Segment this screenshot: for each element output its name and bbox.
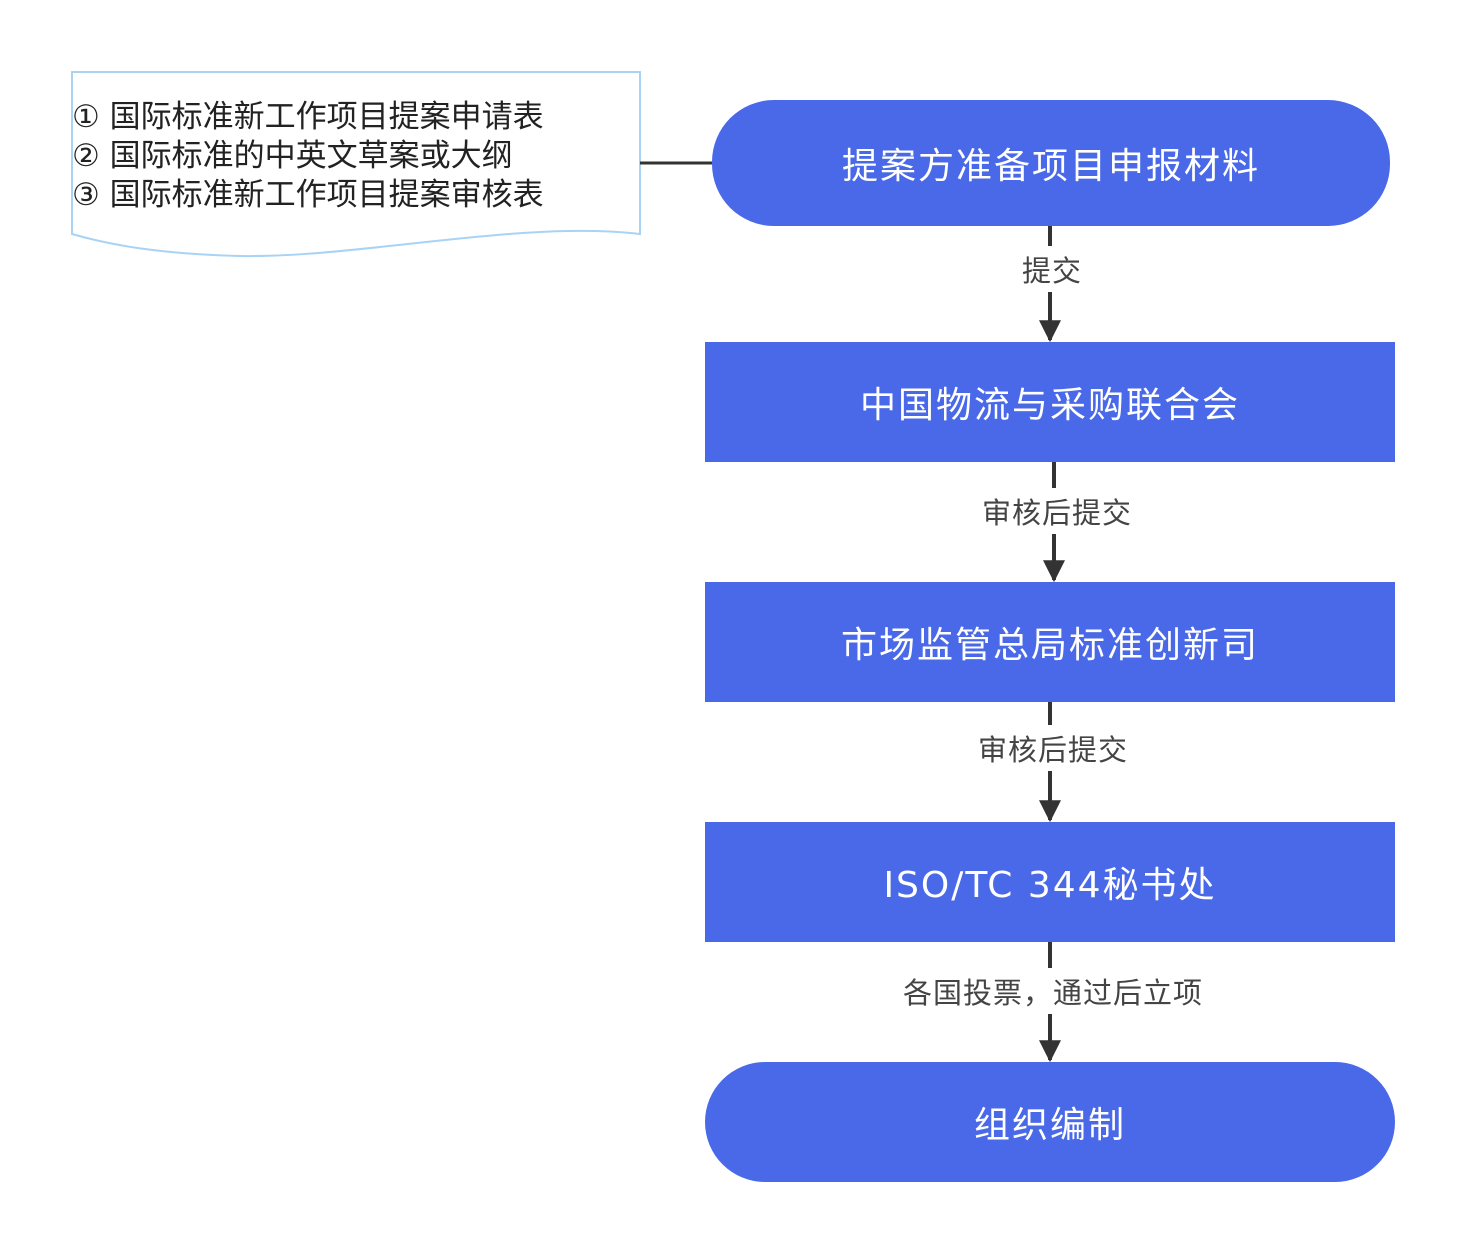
edge-label-vote-approve: 各国投票，通过后立项: [898, 968, 1208, 1014]
node-cflp-label: 中国物流与采购联合会: [859, 385, 1240, 426]
note-line-application-form: ① 国际标准新工作项目提案申请表: [72, 99, 544, 135]
document-note-shape: [71, 71, 641, 258]
edge-label-submit: 提交: [1017, 246, 1087, 292]
edge-label-review-submit-2: 审核后提交: [973, 725, 1133, 771]
node-iso-tc344-secretariat: ISO/TC 344秘书处: [705, 822, 1395, 942]
node-prepare-materials: 提案方准备项目申报材料: [712, 100, 1390, 226]
node-samr-standards-dept: 市场监管总局标准创新司: [705, 582, 1395, 702]
node-cflp: 中国物流与采购联合会: [705, 342, 1395, 462]
node-prepare-materials-label: 提案方准备项目申报材料: [841, 146, 1260, 187]
note-line-draft-outline: ② 国际标准的中英文草案或大纲: [72, 138, 513, 174]
document-note-text: ① 国际标准新工作项目提案申请表 ② 国际标准的中英文草案或大纲 ③ 国际标准新…: [72, 98, 544, 215]
node-organize-compilation: 组织编制: [705, 1062, 1395, 1182]
node-compile-label: 组织编制: [973, 1105, 1126, 1146]
note-line-review-form: ③ 国际标准新工作项目提案审核表: [72, 177, 544, 213]
edge-label-review-submit-1: 审核后提交: [977, 488, 1137, 534]
node-samr-label: 市场监管总局标准创新司: [840, 625, 1259, 666]
node-iso-label: ISO/TC 344秘书处: [883, 865, 1217, 906]
